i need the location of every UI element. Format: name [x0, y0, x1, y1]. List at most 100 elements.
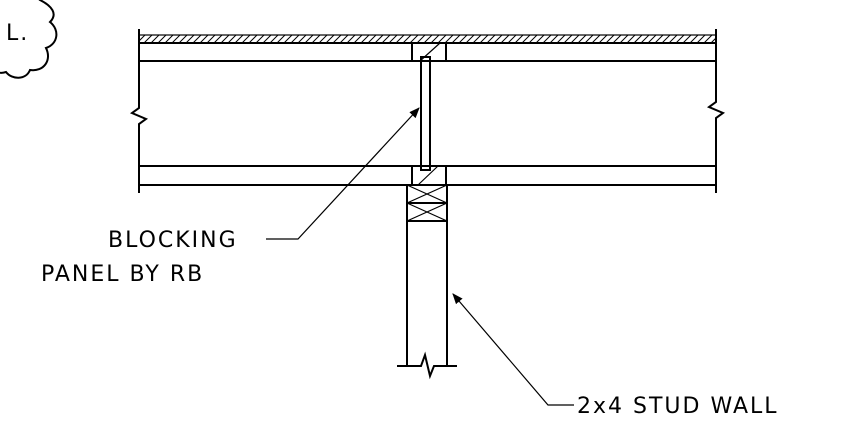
left-break-line — [129, 29, 149, 193]
sheathing-hatch-line — [507, 35, 517, 43]
sheathing-hatch-line — [297, 35, 307, 43]
sheathing-hatch-line — [262, 35, 272, 43]
blocking-leader — [266, 107, 420, 240]
sheathing-hatch-line — [130, 35, 138, 43]
sheathing-hatch-line — [255, 35, 265, 43]
sheathing-hatch-line — [353, 35, 363, 43]
sheathing-hatch-line — [157, 35, 167, 43]
sheathing-hatch-line — [276, 35, 286, 43]
sheathing-hatch-line — [668, 35, 678, 43]
sheathing-hatch-line — [542, 35, 552, 43]
stud-wall-label: 2x4 STUD WALL — [577, 394, 779, 419]
sheathing-hatch-line — [290, 35, 300, 43]
sheathing-hatch-line — [570, 35, 580, 43]
sheathing-hatch-line — [339, 35, 349, 43]
sheathing-hatch-line — [241, 35, 251, 43]
sheathing-hatch-line — [325, 35, 335, 43]
sheathing-hatch-line — [535, 35, 545, 43]
sheathing-hatch-line — [304, 35, 314, 43]
blocking-label-line2: PANEL BY RB — [41, 262, 204, 287]
sheathing-hatch-line — [549, 35, 559, 43]
sheathing-hatch-line — [605, 35, 615, 43]
sheathing-hatch-line — [654, 35, 664, 43]
sheathing-hatch-line — [472, 35, 482, 43]
sheathing-hatch-line — [556, 35, 566, 43]
sheathing-hatch-line — [430, 35, 440, 43]
sheathing-hatch-line — [213, 35, 223, 43]
sheathing-hatch-line — [451, 35, 461, 43]
blocking-label-line1: BLOCKING — [108, 228, 238, 253]
sheathing-hatch-line — [612, 35, 622, 43]
sheathing-hatch-line — [199, 35, 209, 43]
sheathing-hatch-line — [661, 35, 671, 43]
sheathing-hatch-line — [150, 35, 160, 43]
sheathing-hatch-line — [332, 35, 342, 43]
sheathing-hatch-line — [633, 35, 643, 43]
blocking-panel — [420, 56, 431, 171]
sheathing-hatch-line — [458, 35, 468, 43]
sheathing-hatch-line — [584, 35, 594, 43]
sheathing-hatch-line — [682, 35, 692, 43]
sheathing-hatch-line — [381, 35, 391, 43]
sheathing-hatch-line — [416, 35, 426, 43]
sheathing-hatch-line — [402, 35, 412, 43]
sheathing-hatch-line — [521, 35, 531, 43]
sheathing-hatch-line — [626, 35, 636, 43]
stud-wall-top-plates — [406, 184, 448, 222]
sheathing-hatch-line — [395, 35, 405, 43]
sheathing-hatch-line — [640, 35, 650, 43]
sheathing-hatch-line — [374, 35, 384, 43]
sheathing-hatch-line — [171, 35, 181, 43]
right-break-line — [706, 29, 726, 193]
sheathing-hatch-line — [725, 35, 733, 43]
sheathing-hatch-line — [591, 35, 601, 43]
sheathing-hatch-line — [493, 35, 503, 43]
sheathing-hatch-line — [248, 35, 258, 43]
sheathing-hatch-line — [206, 35, 216, 43]
sheathing-hatch-line — [318, 35, 328, 43]
floor-sheathing — [130, 34, 733, 44]
sheathing-hatch-line — [444, 35, 454, 43]
sheathing-hatch-line — [696, 35, 706, 43]
cloud-fragment-text: L. — [6, 21, 29, 46]
sheathing-hatch-line — [675, 35, 685, 43]
sheathing-hatch-line — [139, 35, 146, 42]
sheathing-hatch-line — [598, 35, 608, 43]
sheathing-hatch-line — [437, 35, 447, 43]
sheathing-hatch-line — [388, 35, 398, 43]
sheathing-hatch-line — [500, 35, 510, 43]
sheathing-hatch-line — [227, 35, 237, 43]
sheathing-hatch-line — [367, 35, 377, 43]
sheathing-hatch-line — [528, 35, 538, 43]
sheathing-hatch-line — [283, 35, 293, 43]
sheathing-hatch-line — [143, 35, 153, 43]
sheathing-hatch-line — [465, 35, 475, 43]
sheathing-hatch-line — [647, 35, 657, 43]
revision-cloud: L. — [0, 0, 58, 79]
sheathing-hatch-line — [185, 35, 195, 43]
sheathing-hatch-line — [479, 35, 489, 43]
sheathing-hatch-line — [360, 35, 370, 43]
stud-wall — [397, 220, 457, 380]
sheathing-hatch-line — [269, 35, 279, 43]
sheathing-hatch-line — [409, 35, 419, 43]
sheathing-hatch-line — [178, 35, 188, 43]
sheathing-hatch-line — [703, 35, 713, 43]
sheathing-hatch-line — [718, 35, 726, 43]
sheathing-hatch-line — [514, 35, 524, 43]
joist-top-flange — [138, 42, 717, 62]
sheathing-hatch-line — [234, 35, 244, 43]
sheathing-hatch-line — [486, 35, 496, 43]
sheathing-hatch-line — [346, 35, 356, 43]
sheathing-hatch-line — [577, 35, 587, 43]
sheathing-hatch-line — [563, 35, 573, 43]
sheathing-hatch-line — [164, 35, 174, 43]
sheathing-hatch-line — [689, 35, 699, 43]
sheathing-hatch-line — [619, 35, 629, 43]
sheathing-hatch-line — [192, 35, 202, 43]
stud-wall-leader — [452, 293, 574, 406]
sheathing-hatch-line — [220, 35, 230, 43]
sheathing-hatch-line — [423, 35, 433, 43]
sheathing-hatch-line — [311, 35, 321, 43]
